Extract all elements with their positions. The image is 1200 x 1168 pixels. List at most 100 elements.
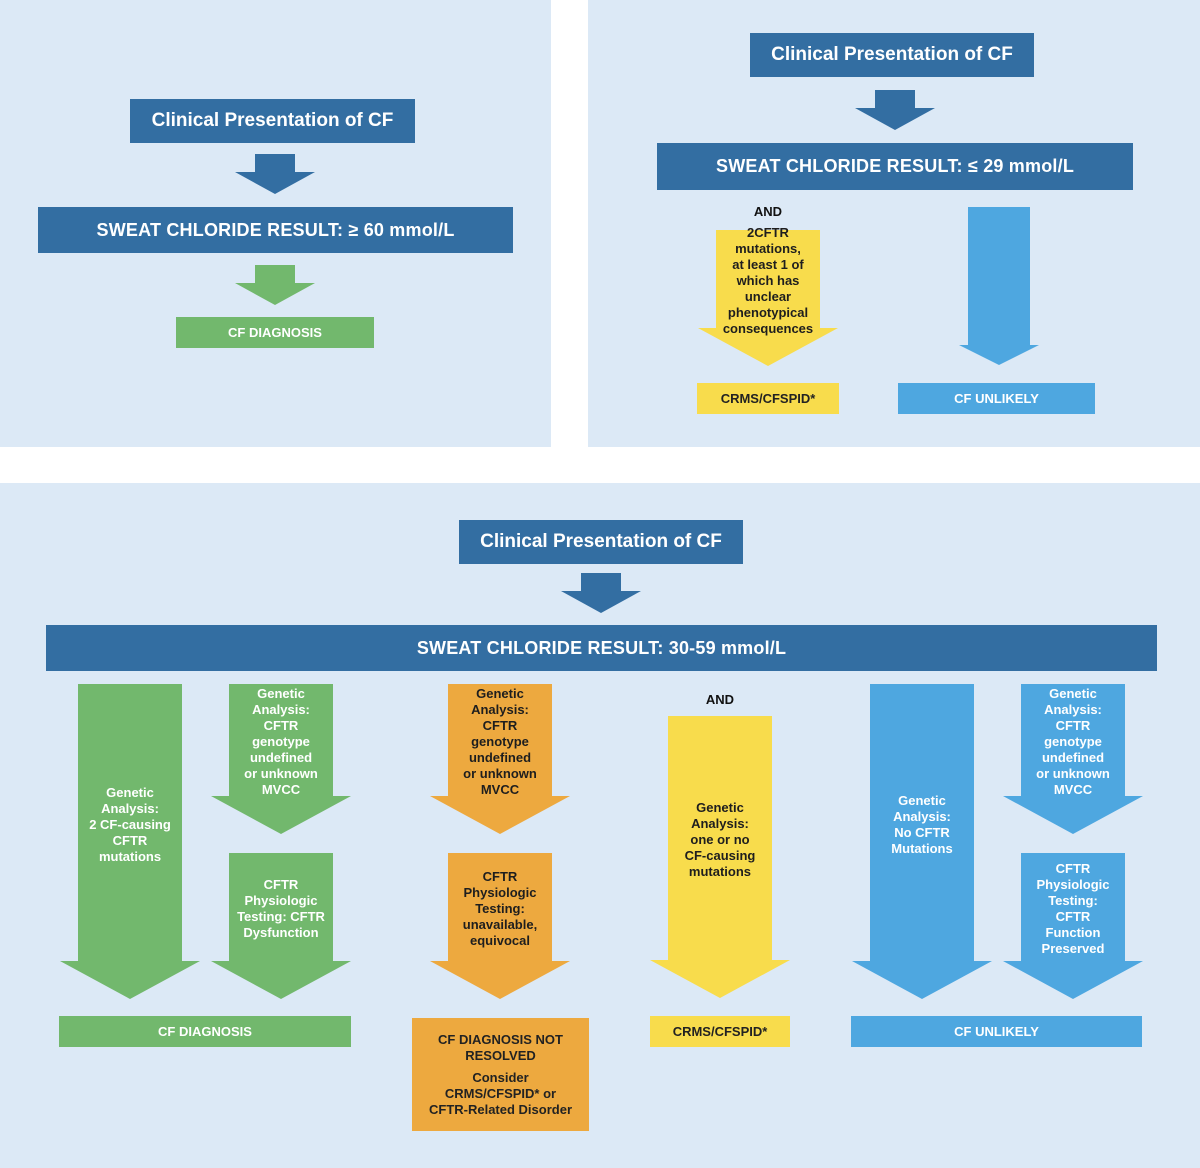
and-label: AND	[705, 692, 735, 707]
arrow-text-line: Physiologic	[1036, 877, 1110, 892]
arrow-shape	[211, 684, 351, 834]
arrow-body	[430, 853, 570, 999]
down-arrow-icon	[855, 90, 935, 130]
arrow-text-line: Physiologic	[244, 893, 318, 908]
sweat-chloride-result-box: SWEAT CHLORIDE RESULT: 30-59 mmol/L	[46, 625, 1157, 671]
clinical-presentation-box: Clinical Presentation of CF	[459, 520, 743, 564]
arrow-text-line: consequences	[722, 321, 814, 336]
down-arrow-icon	[235, 154, 315, 194]
arrow-text-line: Genetic	[696, 800, 744, 815]
arrow-shape	[561, 573, 641, 613]
arrow-text-line: Genetic	[106, 784, 154, 800]
arrow-text-line: genotype	[471, 734, 529, 749]
arrow-text-line: genotype	[252, 734, 310, 749]
arrow-body	[1003, 684, 1143, 834]
outcome-line: RESOLVED	[465, 1047, 536, 1063]
arrow-text-line: Analysis:	[1044, 702, 1102, 717]
arrow-text-line: CFTR	[1055, 861, 1091, 876]
arrow-body	[855, 90, 935, 130]
arrow-text-line: Genetic	[257, 686, 305, 701]
clinical-presentation-box: Clinical Presentation of CF	[750, 33, 1034, 77]
arrow-text-line: unclear	[744, 289, 792, 304]
crms-cfspid-outcome: CRMS/CFSPID*	[697, 383, 839, 414]
cf-diagnosis-outcome: CF DIAGNOSIS	[59, 1016, 351, 1047]
arrow-text-line: Analysis:	[252, 702, 310, 717]
and-label: AND	[753, 204, 783, 219]
arrow-text-line: Genetic	[898, 792, 946, 808]
arrow-text-line: 2CFTR	[747, 225, 789, 240]
arrow-body	[211, 684, 351, 834]
arrow-text-line: Testing: CFTR	[237, 909, 325, 924]
outcome-line: Consider	[472, 1069, 529, 1085]
arrow-shape	[430, 684, 570, 834]
arrow-shape	[235, 265, 315, 305]
arrow-shape	[430, 853, 570, 999]
arrow-text-line: or unknown	[244, 766, 318, 781]
arrow-text-line: Dysfunction	[243, 925, 319, 940]
sweat-chloride-result-box: SWEAT CHLORIDE RESULT: ≥ 60 mmol/L	[38, 207, 513, 253]
arrow-shape	[211, 853, 351, 999]
arrow-text-line: MVCC	[1053, 782, 1093, 797]
arrow-shape	[1003, 684, 1143, 834]
arrow-text-line: Analysis:	[471, 702, 529, 717]
arrow-body	[959, 207, 1039, 365]
arrow-text-line: undefined	[249, 750, 313, 765]
arrow-body	[650, 716, 790, 998]
arrow-text-line: Testing:	[1048, 893, 1098, 908]
arrow-text-line: CFTR	[263, 718, 299, 733]
arrow-text-line: Analysis:	[101, 800, 159, 816]
arrow-text-line: Function	[1045, 925, 1101, 940]
arrow-text-line: or unknown	[1036, 766, 1110, 781]
arrow-text-line: undefined	[1041, 750, 1105, 765]
arrow-shape	[650, 716, 790, 998]
clinical-presentation-box: Clinical Presentation of CF	[130, 99, 415, 143]
arrow-text-line: MVCC	[261, 782, 301, 797]
arrow-text-line: Preserved	[1041, 941, 1105, 956]
arrow-text-line: genotype	[1044, 734, 1102, 749]
crms-cfspid-outcome: CRMS/CFSPID*	[650, 1016, 790, 1047]
arrow-text-line: Mutations	[891, 840, 953, 856]
arrow-shape	[1003, 853, 1143, 999]
arrow-text-line: mutations,	[735, 241, 801, 256]
arrow-text-line: mutations	[98, 848, 162, 864]
arrow-body	[852, 684, 992, 999]
sweat-chloride-result-box: SWEAT CHLORIDE RESULT: ≤ 29 mmol/L	[657, 143, 1133, 190]
cf-unlikely-outcome: CF UNLIKELY	[851, 1016, 1142, 1047]
down-arrow-icon	[235, 265, 315, 305]
arrow-text-line: which has	[736, 273, 800, 288]
arrow-text-line: Analysis:	[893, 808, 951, 824]
cf-diagnosis-not-resolved-outcome: CF DIAGNOSIS NOT RESOLVED Consider CRMS/…	[412, 1018, 589, 1131]
arrow-text-line: Genetic	[1049, 686, 1097, 701]
down-arrow-icon	[561, 573, 641, 613]
arrow-text-line: CFTR	[482, 718, 518, 733]
arrow-body	[430, 684, 570, 834]
arrow-body	[60, 684, 200, 999]
arrow-text-line: Analysis:	[691, 816, 749, 831]
blue-arrow	[959, 207, 1039, 365]
arrow-text-line: CFTR	[1055, 718, 1091, 733]
arrow-shape	[959, 207, 1039, 365]
arrow-text-line: undefined	[468, 750, 532, 765]
arrow-text-line: MVCC	[480, 782, 520, 797]
arrow-text-line: CF-causing	[684, 848, 756, 863]
arrow-text-line: No CFTR	[894, 824, 950, 840]
arrow-body	[561, 573, 641, 613]
arrow-text-line: CFTR	[482, 869, 518, 884]
